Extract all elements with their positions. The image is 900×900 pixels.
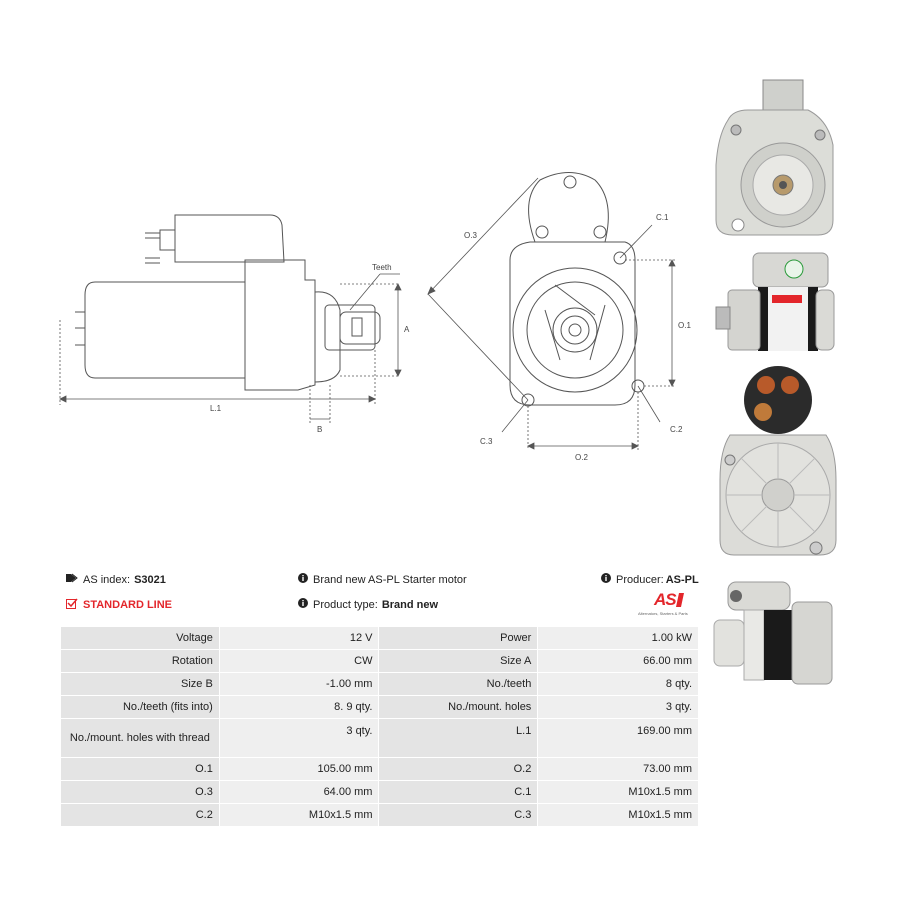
product-type-label: Product type: [313,598,378,611]
o3-label: O.3 [464,231,477,240]
spec-label: Size B [61,673,219,695]
spec-value: -1.00 mm [219,673,379,695]
table-row: Voltage 12 V Power 1.00 kW [61,627,698,649]
spec-value: 64.00 mm [219,781,379,803]
info-icon [601,573,611,586]
o2-label: O.2 [575,453,588,462]
spec-label: Rotation [61,650,219,672]
front-view-drawing: O.3 C.1 O.1 C.2 C.3 O.2 [427,172,691,462]
spec-value: M10x1.5 mm [219,804,379,826]
as-index-label: AS index: [83,573,131,586]
table-row: Rotation CW Size A 66.00 mm [61,650,698,672]
spec-value: 169.00 mm [538,719,698,757]
spec-label: C.3 [379,804,538,826]
producer: Producer: AS-PL [601,573,699,586]
spec-label: No./teeth (fits into) [61,696,219,718]
spec-label: O.2 [379,758,538,780]
spec-value: 3 qty. [538,696,698,718]
spec-value: 12 V [219,627,379,649]
size-b-label: B [317,425,322,434]
table-row: Size B -1.00 mm No./teeth 8 qty. [61,673,698,695]
l1-label: L.1 [210,404,222,413]
spec-value: 1.00 kW [538,627,698,649]
table-row: O.1 105.00 mm O.2 73.00 mm [61,758,698,780]
logo-tagline: Alternators, Starters & Parts [638,611,688,616]
spec-value: 105.00 mm [219,758,379,780]
standard-line: STANDARD LINE [66,598,172,612]
description: Brand new AS-PL Starter motor [298,573,467,586]
spec-label: C.2 [61,804,219,826]
spec-label: Voltage [61,627,219,649]
info-icon [298,573,308,586]
o1-label: O.1 [678,321,691,330]
spec-label: L.1 [379,719,538,757]
check-icon [66,598,78,612]
spec-value: 3 qty. [219,719,379,757]
spec-label: Size A [379,650,538,672]
table-row: No./teeth (fits into) 8. 9 qty. No./moun… [61,696,698,718]
spec-label: No./mount. holes with thread [61,719,219,757]
as-index-value: S3021 [134,573,166,586]
spec-value: M10x1.5 mm [538,804,698,826]
product-photo-side-2 [713,581,833,685]
product-type: Product type: Brand new [298,598,438,611]
c2-label: C.2 [670,425,683,434]
c1-label: C.1 [656,213,669,222]
description-text: Brand new AS-PL Starter motor [313,573,467,586]
c3-label: C.3 [480,437,493,446]
spec-value: M10x1.5 mm [538,781,698,803]
spec-value: CW [219,650,379,672]
spec-label: O.1 [61,758,219,780]
spec-value: 8 qty. [538,673,698,695]
logo-text: AS [654,590,677,609]
spec-label: No./teeth [379,673,538,695]
standard-line-label: STANDARD LINE [83,599,173,611]
teeth-label: Teeth [372,263,392,272]
spec-value: 8. 9 qty. [219,696,379,718]
size-a-label: A [404,325,410,334]
spec-value: 73.00 mm [538,758,698,780]
info-icon [298,598,308,611]
spec-label: No./mount. holes [379,696,538,718]
spec-label: O.3 [61,781,219,803]
product-photo-side [715,252,835,351]
product-photo-front [715,79,834,236]
as-index: AS index: S3021 [66,573,166,586]
spec-table: Voltage 12 V Power 1.00 kW Rotation CW S… [60,626,699,827]
table-row: No./mount. holes with thread 3 qty. L.1 … [61,719,698,757]
product-type-value: Brand new [381,598,439,611]
producer-value: AS-PL [665,573,699,586]
table-row: C.2 M10x1.5 mm C.3 M10x1.5 mm [61,804,698,826]
spec-value: 66.00 mm [538,650,698,672]
spec-label: C.1 [379,781,538,803]
table-row: O.3 64.00 mm C.1 M10x1.5 mm [61,781,698,803]
side-view-drawing: Teeth A B L.1 [59,214,410,434]
tag-icon [66,573,78,586]
spec-label: Power [379,627,538,649]
as-pl-logo: AS Alternators, Starters & Parts [638,590,700,620]
product-photo-rear [719,366,837,556]
producer-label: Producer: [616,573,664,586]
